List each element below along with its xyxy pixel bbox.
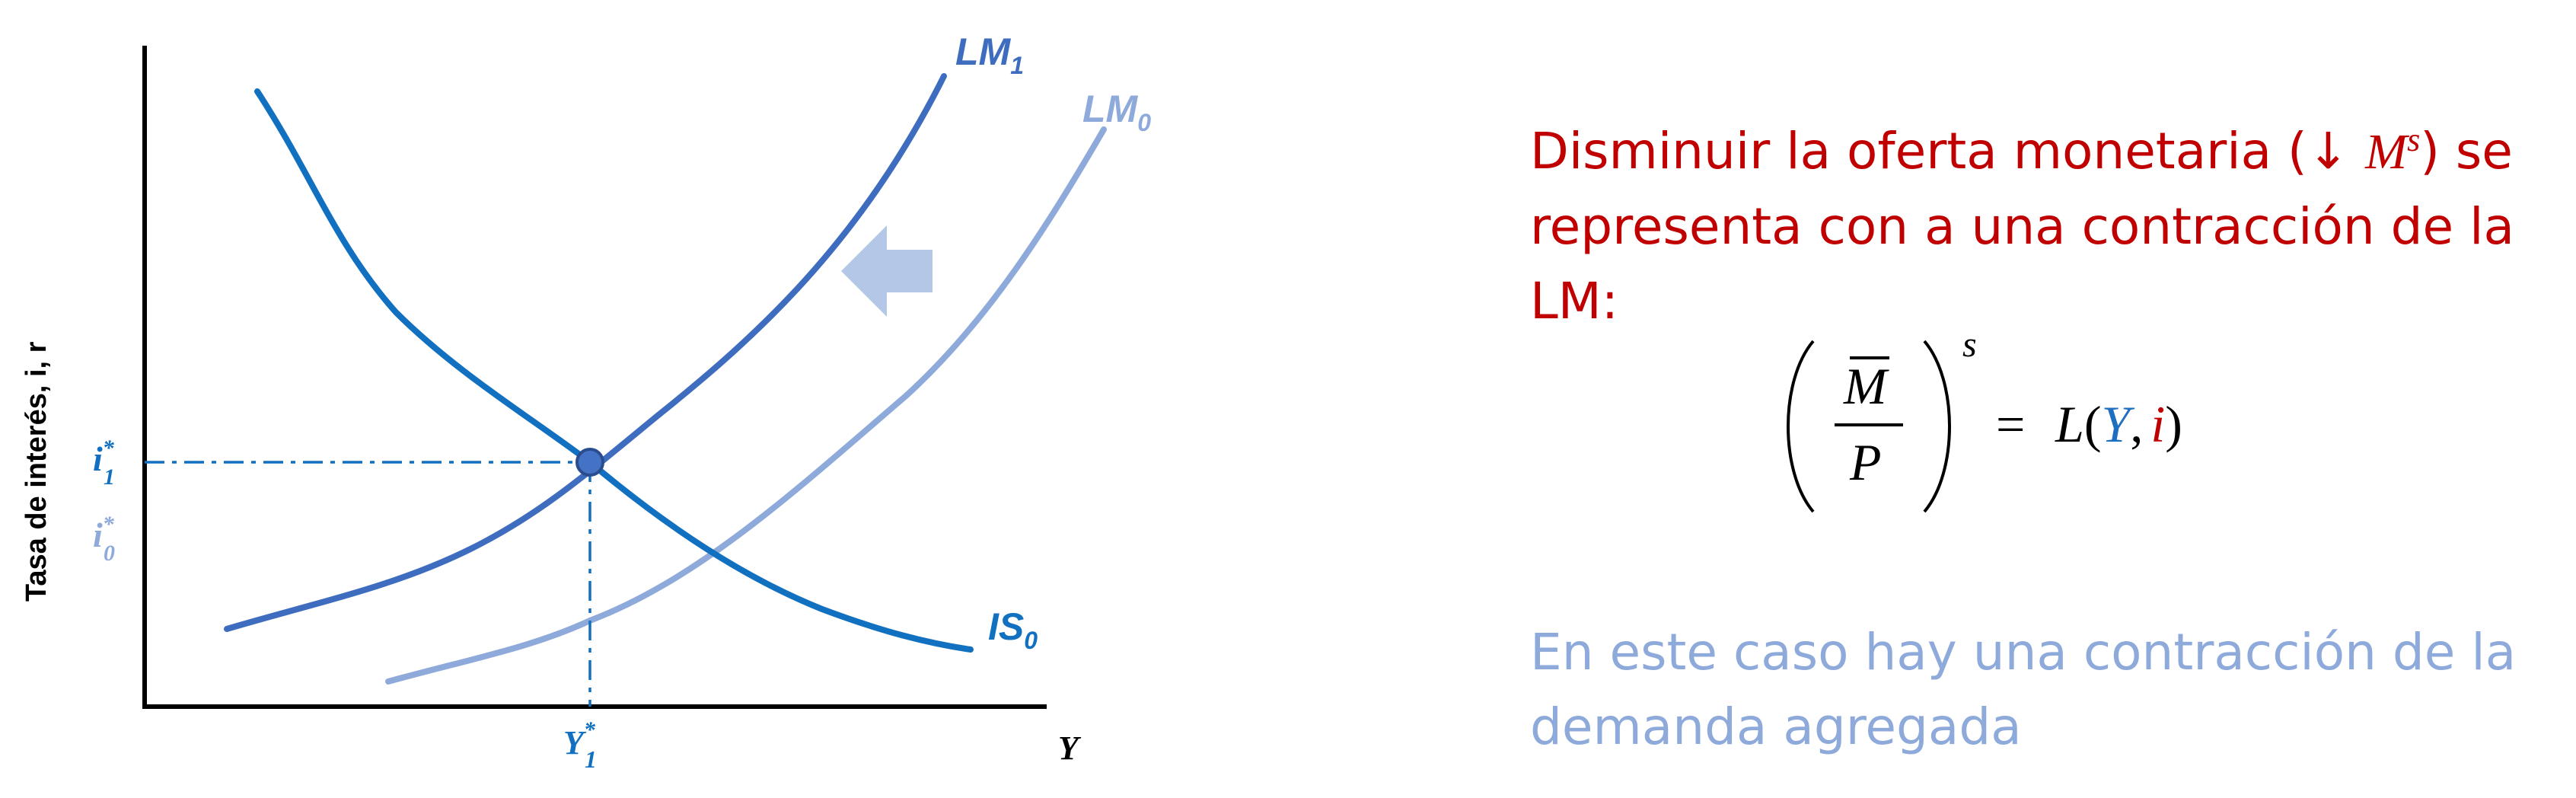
- shift-left-arrow: [841, 225, 933, 317]
- formula-right-paren: [1923, 340, 1951, 513]
- formula-left-paren: [1787, 340, 1815, 513]
- y1-label-sub: 1: [585, 745, 597, 773]
- y1-star-label: Y* 1: [563, 717, 597, 773]
- lm1-label-main: LM: [955, 30, 1012, 73]
- formula-numerator: M: [1843, 357, 1889, 415]
- formula-arg-i: i: [2150, 395, 2165, 453]
- lm1-label: LM1: [955, 30, 1024, 79]
- i0-label-main: i: [93, 516, 103, 554]
- secondary-description: En este caso hay una contracción de la d…: [1530, 623, 2517, 756]
- i1-label-main: i: [93, 439, 103, 478]
- formula-function: L(Y,i): [2055, 395, 2182, 453]
- money-supply-symbol: M: [2365, 124, 2408, 180]
- lm0-label: LM0: [1082, 88, 1151, 136]
- is0-label-main: IS: [988, 605, 1024, 648]
- formula-equals: =: [1996, 395, 2025, 453]
- down-arrow-symbol: ↓: [2307, 122, 2350, 180]
- y1-label-sup: *: [584, 717, 596, 742]
- i1-star-label: i* 1: [93, 436, 115, 490]
- formula-denominator: P: [1849, 433, 1882, 491]
- i1-label-sub: 1: [104, 464, 115, 490]
- money-supply-superscript: s: [2407, 121, 2421, 158]
- formula-arg-y: Y: [2101, 395, 2134, 453]
- lm1-label-sub: 1: [1010, 52, 1024, 79]
- formula-close-paren: ): [2165, 395, 2182, 453]
- money-market-equation: M P s = L(Y,i): [1787, 327, 2182, 513]
- main-description-prefix: Disminuir la oferta monetaria (: [1530, 122, 2307, 180]
- lm0-curve: [385, 126, 1107, 685]
- formula-comma: ,: [2130, 395, 2143, 453]
- main-description: Disminuir la oferta monetaria (↓ Ms) se …: [1530, 103, 2543, 339]
- lm0-label-sub: 0: [1137, 109, 1151, 136]
- i0-label-sub: 0: [104, 541, 115, 566]
- equilibrium-point: [575, 448, 604, 477]
- i0-star-label: i* 0: [93, 512, 115, 566]
- is0-label-sub: 0: [1024, 627, 1038, 654]
- is0-curve: [254, 88, 974, 653]
- x-axis-title: Y: [1058, 729, 1082, 767]
- lm1-curve: [224, 73, 947, 632]
- is-lm-diagram: Tasa de interés, i, r Y LM1 LM0 IS0 i*1 …: [21, 30, 1151, 773]
- y-axis-title: Tasa de interés, i, r: [21, 341, 53, 602]
- formula-function-name: L: [2055, 395, 2084, 453]
- lm0-label-main: LM: [1082, 88, 1139, 130]
- y1-label-main: Y: [563, 724, 587, 761]
- formula-exponent: s: [1962, 327, 1977, 365]
- is0-label: IS0: [988, 605, 1038, 654]
- i1-label-sup: *: [103, 436, 115, 461]
- formula-open-paren: (: [2084, 395, 2102, 453]
- i0-label-sup: *: [103, 512, 115, 537]
- main-description-suffix: ) se representa con a una contracción de…: [1530, 122, 2514, 330]
